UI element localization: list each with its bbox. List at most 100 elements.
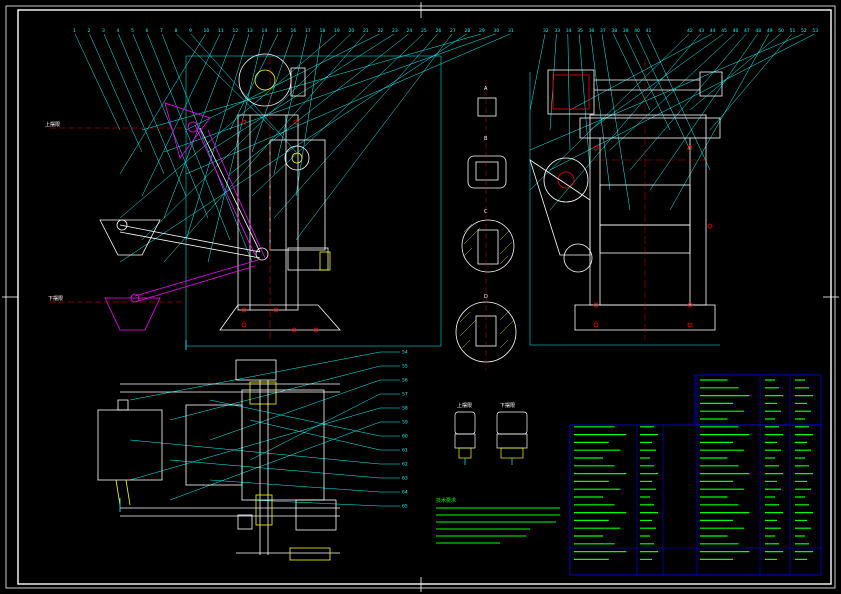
leader-number: 2 <box>88 28 91 34</box>
section-label-d: D <box>484 294 488 300</box>
leader-number: 12 <box>233 28 239 34</box>
leader-line <box>176 33 275 131</box>
leader-line <box>103 33 165 175</box>
leader-line <box>209 399 400 437</box>
leader-line <box>161 33 253 263</box>
leader-number: 14 <box>262 28 268 34</box>
leader-number: 52 <box>801 28 807 34</box>
leader-line <box>141 33 351 241</box>
section-label-a: A <box>484 86 488 92</box>
leader-number: 44 <box>710 28 716 34</box>
leader-line <box>529 33 804 151</box>
leader-line <box>129 351 400 401</box>
leader-line <box>185 33 511 175</box>
leader-line <box>163 33 235 219</box>
leader-line <box>163 33 366 263</box>
leader-number: 22 <box>378 28 384 34</box>
leader-number: 62 <box>402 462 408 468</box>
leader-number: 25 <box>421 28 427 34</box>
leader-number: 38 <box>611 28 617 34</box>
top-view <box>97 359 340 561</box>
leader-number: 7 <box>160 28 163 34</box>
leader-number: 18 <box>320 28 326 34</box>
leader-number: 65 <box>402 504 408 510</box>
side-view <box>529 60 723 346</box>
leader-number: 46 <box>733 28 739 34</box>
leader-line <box>207 33 264 263</box>
leader-line <box>649 33 758 191</box>
leader-line <box>207 33 395 153</box>
leader-line <box>229 33 409 175</box>
leader-number: 43 <box>698 28 704 34</box>
leader-number: 40 <box>634 28 640 34</box>
leader-line <box>295 33 322 197</box>
section-label-c: C <box>484 209 488 215</box>
leader-number: 49 <box>767 28 773 34</box>
leader-line <box>251 33 424 197</box>
leader-lines-top-left <box>74 33 511 263</box>
leader-line <box>567 33 571 151</box>
leader-line <box>74 33 121 131</box>
leader-lines-bottom <box>129 351 400 507</box>
leader-line <box>163 33 496 153</box>
tech-requirements-title: 技术要求 <box>436 497 456 504</box>
leader-number: 31 <box>508 28 514 34</box>
leader-line <box>129 407 400 481</box>
leader-line <box>529 33 690 191</box>
leader-line <box>89 33 143 153</box>
leader-line <box>209 479 400 493</box>
leader-number: 33 <box>554 28 560 34</box>
leader-line <box>647 33 711 171</box>
leader-line <box>185 33 250 241</box>
leader-line <box>209 379 400 441</box>
lower-swing-label: 下摆限 <box>48 295 63 302</box>
leader-number: 58 <box>402 406 408 412</box>
leader-number: 42 <box>687 28 693 34</box>
leader-number: 37 <box>600 28 606 34</box>
swing-detail-upper-label: 上摆限 <box>457 402 472 409</box>
leader-number: 39 <box>623 28 629 34</box>
leader-number: 51 <box>790 28 796 34</box>
leader-line <box>249 419 400 451</box>
leader-line <box>118 33 187 197</box>
leader-line <box>273 33 308 175</box>
leader-number: 13 <box>247 28 253 34</box>
leader-line <box>249 499 400 507</box>
leader-number: 15 <box>276 28 282 34</box>
leader-line <box>669 33 770 211</box>
leader-line <box>129 439 400 465</box>
leader-line <box>529 33 546 111</box>
leader-number: 64 <box>402 490 408 496</box>
leader-number: 16 <box>291 28 297 34</box>
leader-number: 50 <box>778 28 784 34</box>
leader-number: 59 <box>402 420 408 426</box>
leader-line <box>169 421 400 501</box>
tech-requirements <box>436 507 560 544</box>
leader-line <box>590 33 611 191</box>
leader-line <box>147 33 231 241</box>
leader-line <box>119 33 467 263</box>
leader-number: 56 <box>402 378 408 384</box>
leader-number: 30 <box>494 28 500 34</box>
leader-line <box>185 33 380 131</box>
leader-number: 36 <box>589 28 595 34</box>
leader-number: 3 <box>102 28 105 34</box>
leader-line <box>119 33 337 219</box>
leader-line <box>119 33 206 175</box>
leader-number: 55 <box>402 364 408 370</box>
swing-limit-detail <box>454 411 528 465</box>
leader-number: 1 <box>73 28 76 34</box>
leader-number: 26 <box>436 28 442 34</box>
leader-number: 34 <box>566 28 572 34</box>
leader-line <box>601 33 631 211</box>
leader-number: 35 <box>577 28 583 34</box>
leader-line <box>624 33 671 131</box>
leader-line <box>549 33 701 211</box>
leader-number: 6 <box>146 28 149 34</box>
leader-number: 10 <box>204 28 210 34</box>
leader-line <box>295 33 453 241</box>
leader-line <box>609 33 735 151</box>
leader-line <box>169 365 400 421</box>
